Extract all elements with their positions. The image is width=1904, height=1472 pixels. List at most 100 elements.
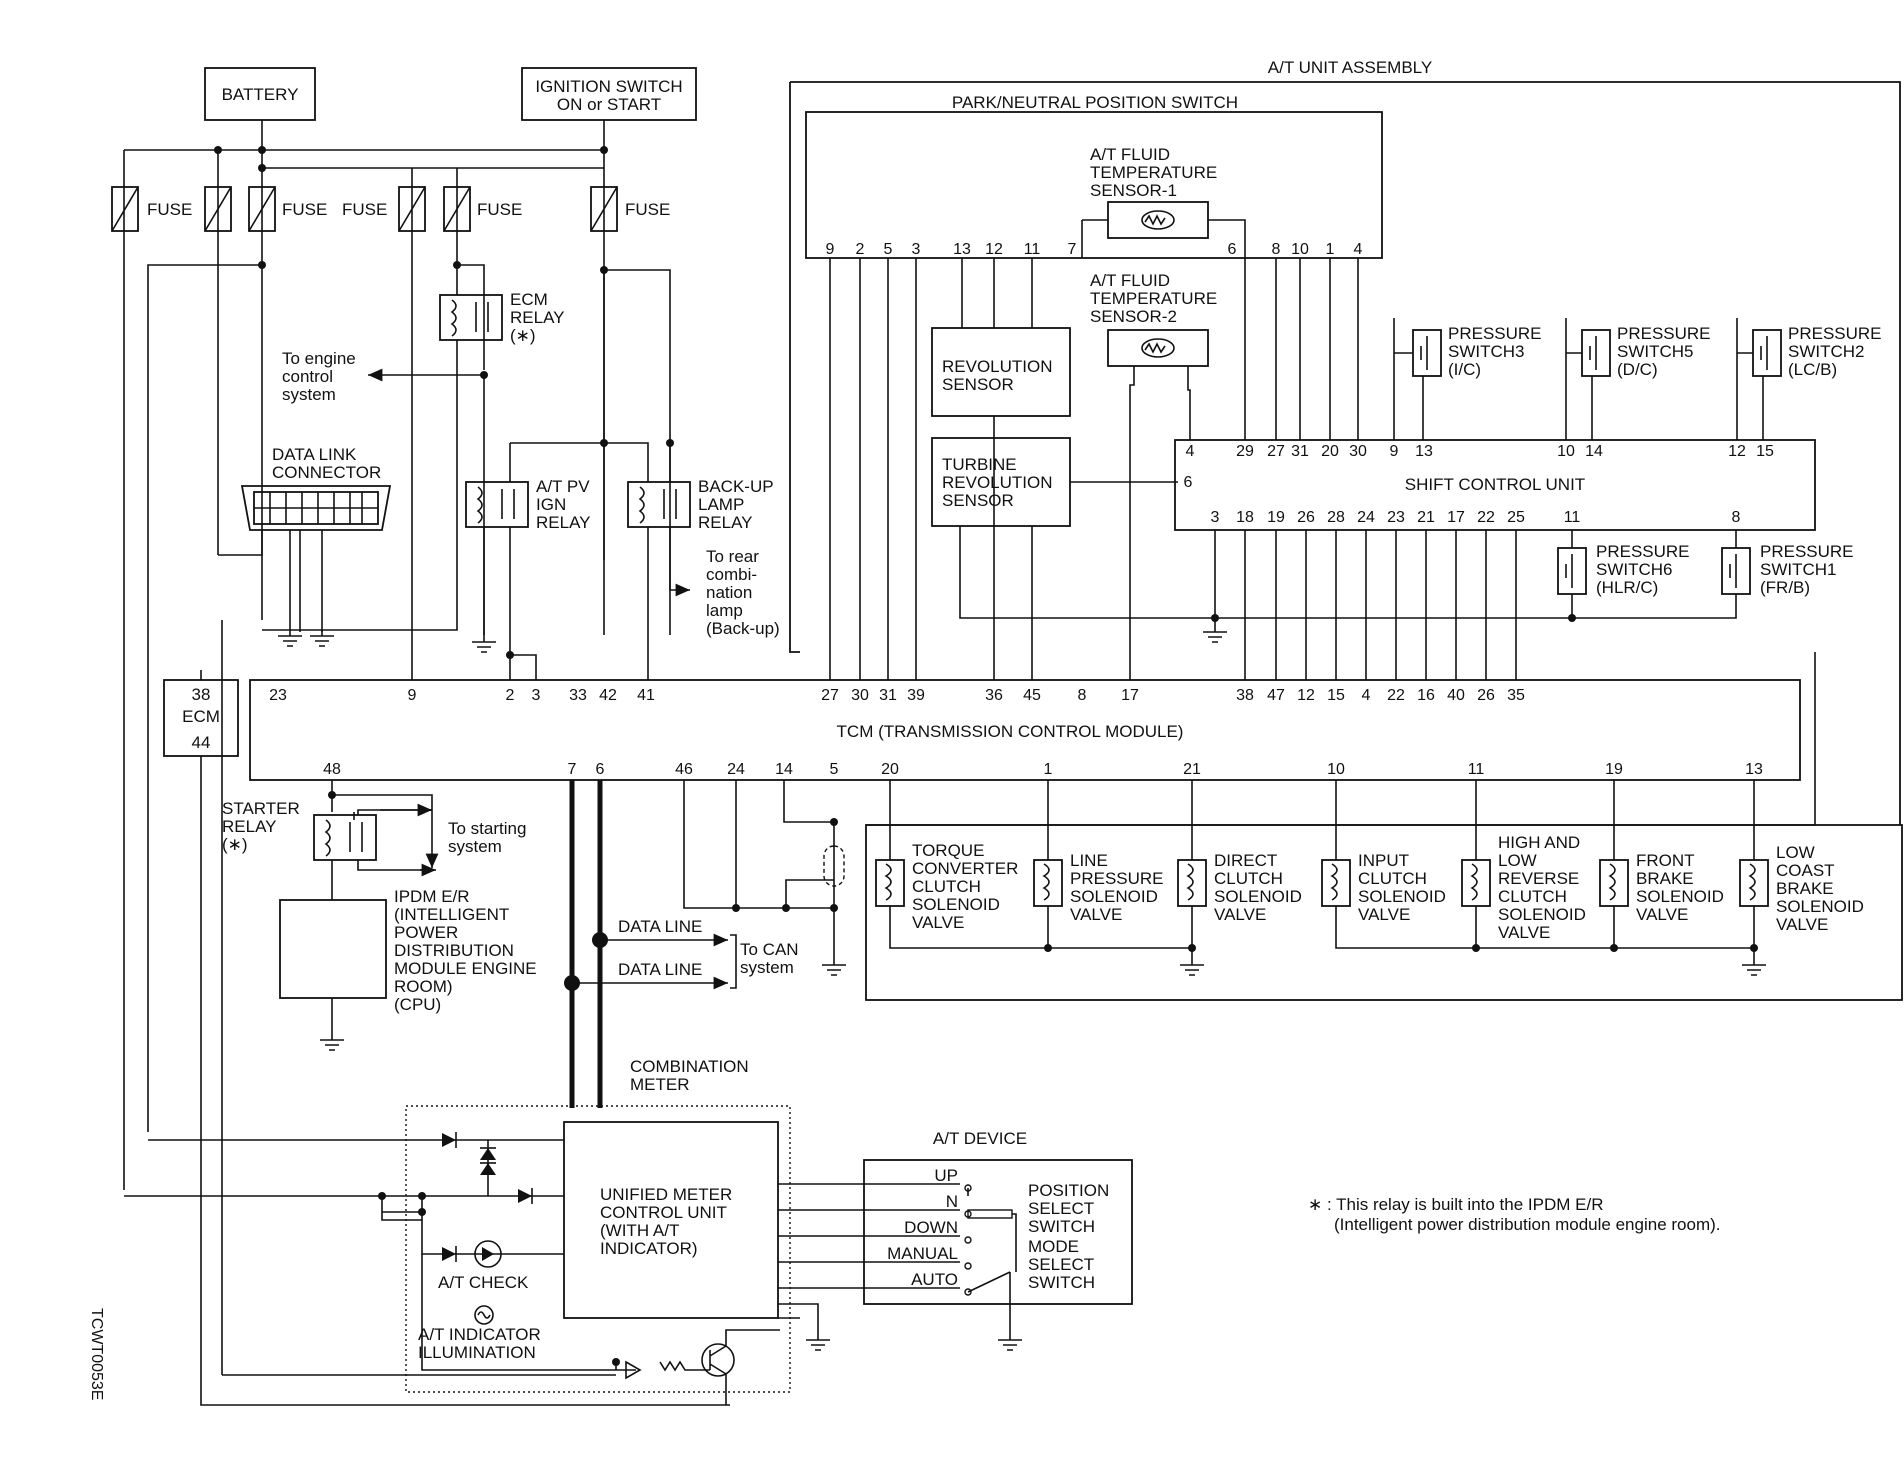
svg-text:14: 14 xyxy=(775,761,793,778)
svg-text:A/T PV: A/T PV xyxy=(536,477,590,496)
svg-text:(Back-up): (Back-up) xyxy=(706,619,780,638)
svg-text:REVOLUTION: REVOLUTION xyxy=(942,357,1053,376)
figure-code: TCWT0053E xyxy=(88,1308,105,1400)
svg-text:SOLENOID: SOLENOID xyxy=(1498,905,1586,924)
svg-text:(CPU): (CPU) xyxy=(394,995,441,1014)
svg-text:12: 12 xyxy=(1728,443,1746,460)
svg-text:A/T FLUID: A/T FLUID xyxy=(1090,271,1170,290)
svg-text:23: 23 xyxy=(269,687,287,704)
svg-text:13: 13 xyxy=(1415,443,1433,460)
svg-text:REVERSE: REVERSE xyxy=(1498,869,1579,888)
ignition-switch: IGNITION SWITCH ON or START xyxy=(521,67,697,121)
svg-text:VALVE: VALVE xyxy=(1776,915,1828,934)
svg-text:COMBINATION: COMBINATION xyxy=(630,1057,749,1076)
svg-text:To engine: To engine xyxy=(282,349,356,368)
svg-text:22: 22 xyxy=(1387,687,1405,704)
svg-text:TEMPERATURE: TEMPERATURE xyxy=(1090,289,1217,308)
svg-text:CLUTCH: CLUTCH xyxy=(1358,869,1427,888)
pnp-pins: 9 2 5 3 13 12 11 7 6 8 10 1 4 xyxy=(826,241,1363,258)
svg-text:DOWN: DOWN xyxy=(904,1218,958,1237)
svg-text:PRESSURE: PRESSURE xyxy=(1448,324,1542,343)
turbine-revolution-sensor: TURBINE REVOLUTION SENSOR xyxy=(931,437,1071,527)
svg-text:8: 8 xyxy=(1078,687,1087,704)
svg-text:MODE: MODE xyxy=(1028,1237,1079,1256)
at-illum-label: A/T INDICATOR ILLUMINATION xyxy=(418,1325,541,1362)
svg-text:POSITION: POSITION xyxy=(1028,1181,1109,1200)
svg-text:PRESSURE: PRESSURE xyxy=(1760,542,1854,561)
svg-text:SWITCH6: SWITCH6 xyxy=(1596,560,1673,579)
svg-text:17: 17 xyxy=(1447,509,1465,526)
svg-text:RELAY: RELAY xyxy=(510,308,565,327)
svg-text:2: 2 xyxy=(856,241,865,258)
svg-text:IGNITION SWITCH: IGNITION SWITCH xyxy=(535,77,682,96)
svg-text:UP: UP xyxy=(934,1166,958,1185)
svg-text:24: 24 xyxy=(1357,509,1375,526)
ground-icon xyxy=(278,630,334,647)
svg-text:PRESSURE: PRESSURE xyxy=(1617,324,1711,343)
svg-text:SWITCH5: SWITCH5 xyxy=(1617,342,1694,361)
svg-text:10: 10 xyxy=(1291,241,1309,258)
svg-text:METER: METER xyxy=(630,1075,690,1094)
svg-text:20: 20 xyxy=(881,761,899,778)
input-clutch-solenoid: INPUT CLUTCH SOLENOID VALVE xyxy=(1321,851,1446,924)
svg-text:9: 9 xyxy=(1390,443,1399,460)
ipdm-er: IPDM E/R (INTELLIGENT POWER DISTRIBUTION… xyxy=(279,887,537,1014)
svg-text:5: 5 xyxy=(884,241,893,258)
svg-text:LAMP: LAMP xyxy=(698,495,744,514)
svg-text:(∗): (∗) xyxy=(222,835,248,854)
svg-text:40: 40 xyxy=(1447,687,1465,704)
svg-text:44: 44 xyxy=(192,733,211,752)
ground-icon xyxy=(822,964,846,976)
svg-text:RELAY: RELAY xyxy=(536,513,591,532)
svg-text:ILLUMINATION: ILLUMINATION xyxy=(418,1343,536,1362)
svg-text:SOLENOID: SOLENOID xyxy=(912,895,1000,914)
svg-text:To rear: To rear xyxy=(706,547,759,566)
svg-text:TURBINE: TURBINE xyxy=(942,455,1017,474)
svg-text:SWITCH: SWITCH xyxy=(1028,1273,1095,1292)
at-device xyxy=(863,1159,1133,1305)
svg-text:STARTER: STARTER xyxy=(222,799,300,818)
svg-text:SENSOR-1: SENSOR-1 xyxy=(1090,181,1177,200)
svg-text:6: 6 xyxy=(596,761,605,778)
svg-text:PRESSURE: PRESSURE xyxy=(1788,324,1882,343)
svg-text:VALVE: VALVE xyxy=(1358,905,1410,924)
svg-text:CLUTCH: CLUTCH xyxy=(1214,869,1283,888)
svg-text:To CAN: To CAN xyxy=(740,940,799,959)
torque-converter-solenoid: TORQUE CONVERTER CLUTCH SOLENOID VALVE xyxy=(875,841,1018,932)
svg-text:SOLENOID: SOLENOID xyxy=(1214,887,1302,906)
fuse-label: FUSE xyxy=(147,200,192,219)
svg-text:SELECT: SELECT xyxy=(1028,1199,1094,1218)
svg-text:VALVE: VALVE xyxy=(1498,923,1550,942)
svg-text:26: 26 xyxy=(1297,509,1315,526)
svg-text:CLUTCH: CLUTCH xyxy=(912,877,981,896)
svg-text:9: 9 xyxy=(826,241,835,258)
low-coast-brake-solenoid: LOW COAST BRAKE SOLENOID VALVE xyxy=(1739,843,1864,934)
svg-text:LOW: LOW xyxy=(1776,843,1815,862)
ground-icon xyxy=(1203,618,1227,643)
svg-text:system: system xyxy=(448,837,502,856)
svg-text:lamp: lamp xyxy=(706,601,743,620)
svg-text:11: 11 xyxy=(1564,509,1581,526)
svg-text:1: 1 xyxy=(1044,761,1053,778)
svg-text:(INTELLIGENT: (INTELLIGENT xyxy=(394,905,509,924)
to-can-label: To CAN system xyxy=(740,940,799,977)
svg-text:24: 24 xyxy=(727,761,745,778)
svg-text:TEMPERATURE: TEMPERATURE xyxy=(1090,163,1217,182)
ground-icon xyxy=(320,1039,344,1051)
svg-text:15: 15 xyxy=(1756,443,1774,460)
svg-text:VALVE: VALVE xyxy=(1636,905,1688,924)
svg-text:DATA LINK: DATA LINK xyxy=(272,445,357,464)
mode-select-switch: MODE SELECT SWITCH xyxy=(964,1237,1095,1340)
svg-text:(D/C): (D/C) xyxy=(1617,360,1658,379)
svg-text:12: 12 xyxy=(985,241,1003,258)
ground-icon xyxy=(998,1339,1022,1351)
svg-text:IGN: IGN xyxy=(536,495,566,514)
fuse-icon xyxy=(111,186,618,232)
svg-text:MANUAL: MANUAL xyxy=(887,1244,958,1263)
svg-text:35: 35 xyxy=(1507,687,1525,704)
svg-text:nation: nation xyxy=(706,583,752,602)
svg-text:SENSOR-2: SENSOR-2 xyxy=(1090,307,1177,326)
svg-text:31: 31 xyxy=(879,687,897,704)
svg-text:4: 4 xyxy=(1362,687,1371,704)
front-brake-solenoid: FRONT BRAKE SOLENOID VALVE xyxy=(1599,851,1724,924)
